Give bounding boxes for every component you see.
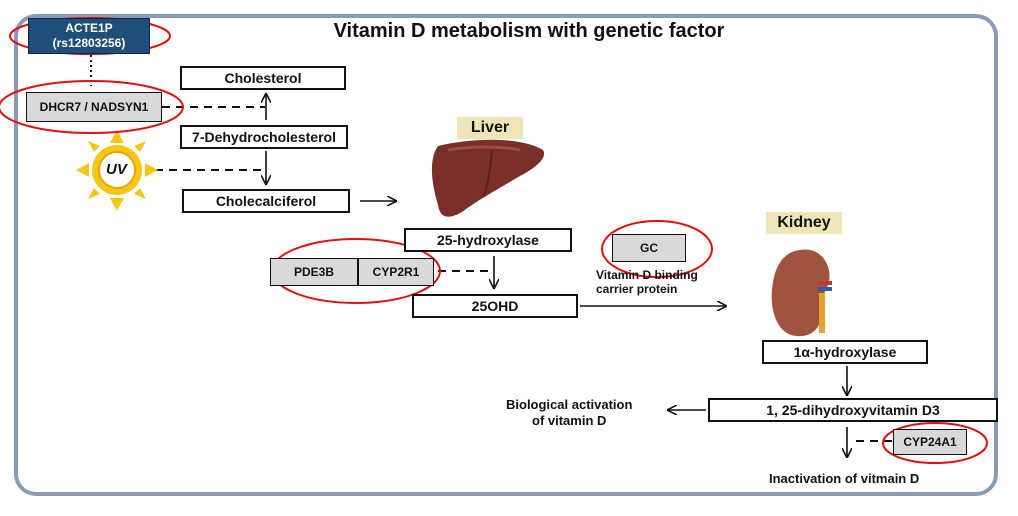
25ohd-box: 25OHD	[412, 294, 578, 318]
25-hydroxylase-box: 25-hydroxylase	[404, 228, 572, 252]
kidney-label: Kidney	[766, 212, 842, 234]
activation-line-2: of vitamin D	[532, 413, 607, 428]
kidney-icon	[771, 249, 832, 337]
inactivation-note: Inactivation of vitmain D	[769, 471, 920, 486]
highlight-dhcr7	[0, 80, 184, 134]
cholecalciferol-box: Cholecalciferol	[182, 189, 350, 213]
dhcr7-box: DHCR7 / NADSYN1	[26, 92, 162, 122]
uv-sun-icon	[76, 130, 158, 211]
cyp2r1-box: CYP2R1	[358, 258, 434, 286]
carrier-line-1: Vitamin D binding	[596, 268, 698, 282]
gc-box: GC	[612, 234, 686, 262]
carrier-protein-note: Vitamin D binding carrier protein	[596, 268, 698, 296]
activation-note: Biological activation of vitamin D	[506, 397, 632, 429]
liver-icon	[431, 139, 545, 217]
acte1p-name: ACTE1P	[65, 21, 113, 35]
highlight-gc	[601, 220, 713, 278]
cholesterol-box: Cholesterol	[180, 66, 346, 90]
cyp24a1-box: CYP24A1	[893, 429, 967, 455]
uv-label: UV	[106, 161, 127, 178]
7-dehydrocholesterol-box: 7-Dehydrocholesterol	[180, 125, 348, 149]
acte1p-box: ACTE1P (rs12803256)	[28, 18, 150, 54]
1a-hydroxylase-box: 1α-hydroxylase	[762, 340, 928, 364]
acte1p-snp: (rs12803256)	[52, 36, 126, 50]
activation-line-1: Biological activation	[506, 397, 633, 412]
carrier-line-2: carrier protein	[596, 282, 678, 296]
highlight-cyp24a1	[882, 422, 988, 464]
dihydroxyvitamin-d3-box: 1, 25-dihydroxyvitamin D3	[708, 398, 998, 422]
liver-label: Liver	[457, 117, 523, 139]
diagram-title: Vitamin D metabolism with genetic factor	[333, 20, 725, 42]
pde3b-box: PDE3B	[270, 258, 358, 286]
